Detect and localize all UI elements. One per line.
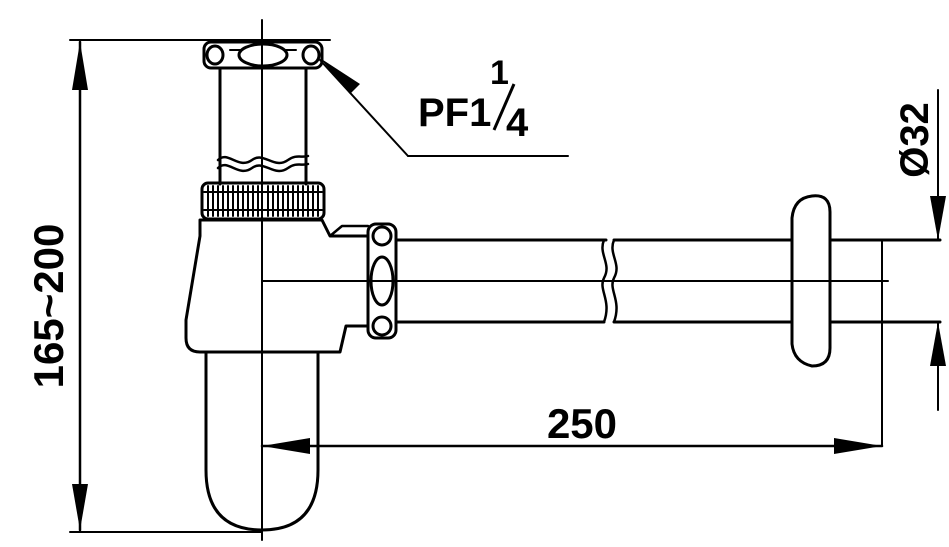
thread-label-prefix: PF1 [418, 91, 491, 135]
diameter-dimension-label: Ø32 [893, 102, 937, 178]
outlet-pipe [394, 238, 794, 324]
thread-leader-line [319, 58, 569, 157]
tailpiece-pipe [216, 66, 310, 186]
thread-label-numerator: 1 [490, 54, 509, 92]
thread-label-fraction-bar [492, 83, 516, 131]
length-dimension-label: 250 [547, 400, 617, 447]
siphon-body [184, 218, 370, 354]
thread-label-denominator: 4 [506, 101, 529, 145]
diameter-dimension-line [930, 89, 946, 411]
thread-size-label: PF1 1 4 [418, 54, 529, 145]
centerlines [261, 19, 889, 541]
wall-rosette [790, 194, 942, 447]
length-dimension-line [260, 438, 884, 454]
height-dimension-label: 165~200 [25, 224, 72, 389]
height-dimension-line [69, 39, 331, 533]
